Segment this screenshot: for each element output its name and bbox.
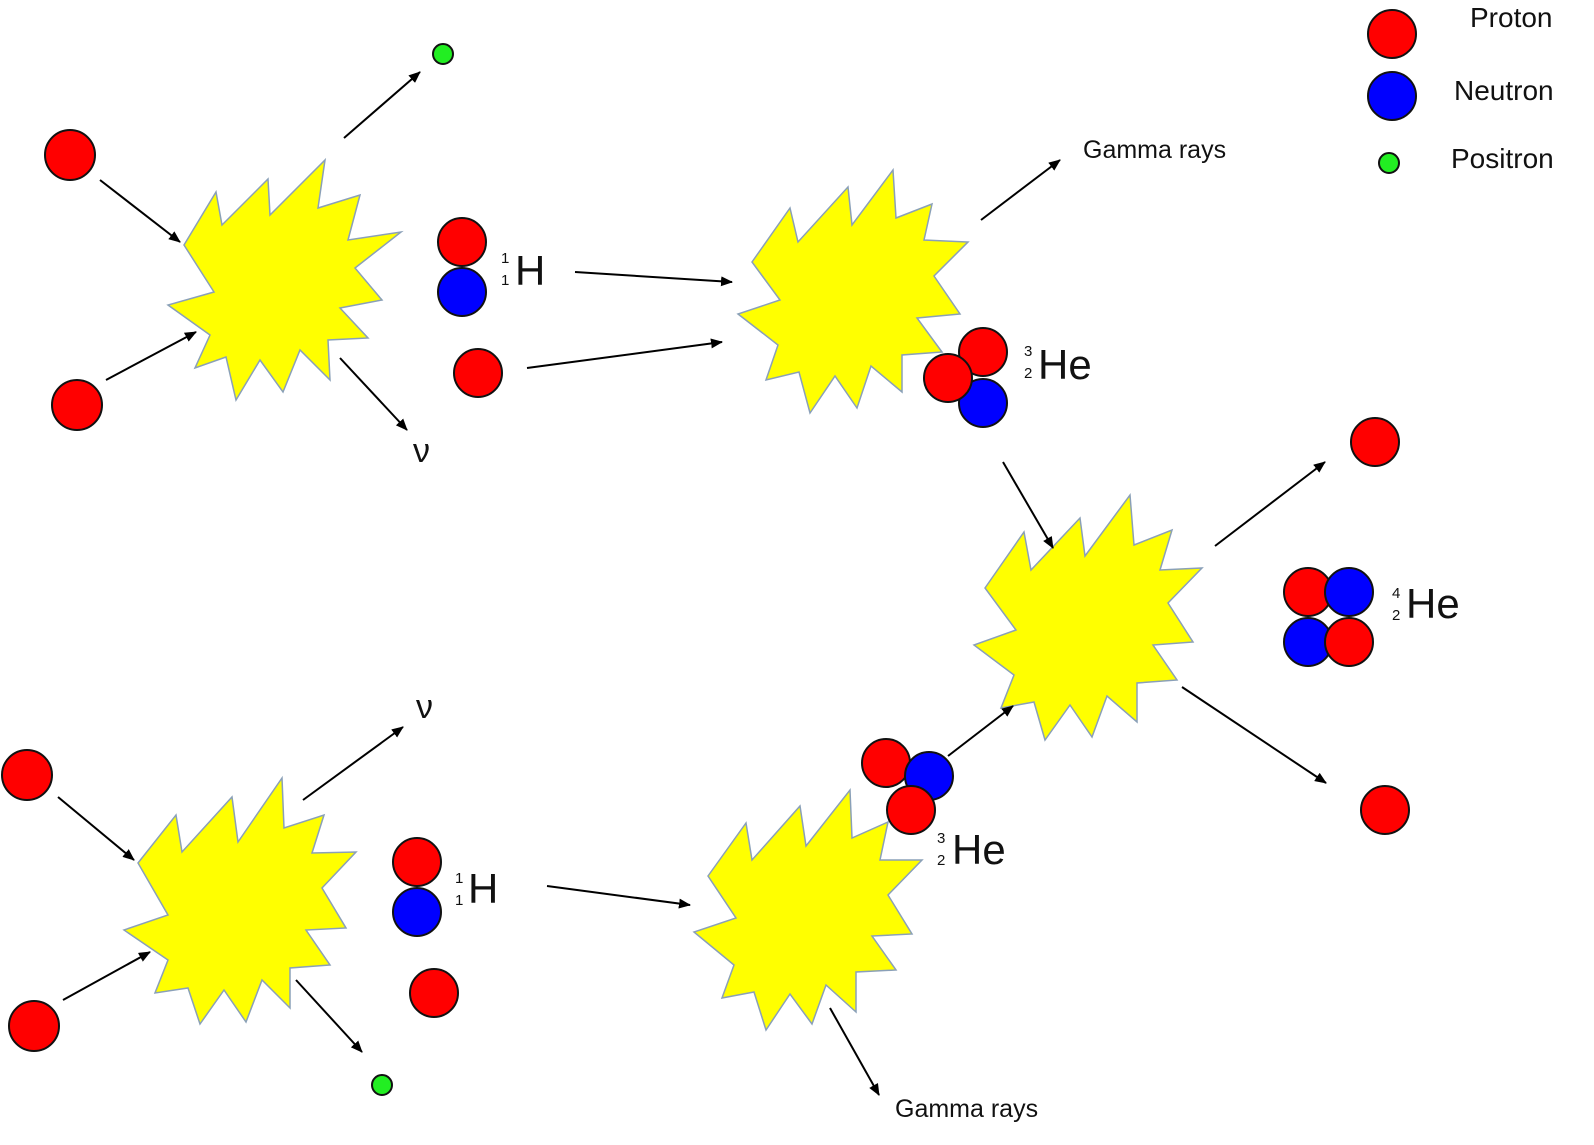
arrow-3-neutrino xyxy=(302,726,404,801)
positron-out-1 xyxy=(432,43,454,65)
gamma-rays-label-bottom: Gamma rays xyxy=(895,1095,1038,1123)
element-symbol: H xyxy=(468,865,498,912)
legend-positron-swatch xyxy=(1378,152,1400,174)
arrow-3a-in xyxy=(57,796,135,861)
burst-shape xyxy=(972,492,1204,742)
neutron xyxy=(437,267,487,317)
proton-free-2 xyxy=(409,968,459,1018)
burst-shape xyxy=(122,775,358,1026)
atomic-number: 1 xyxy=(455,892,463,909)
proton-in-3a xyxy=(1,749,53,801)
legend-proton-label: Proton xyxy=(1470,2,1553,33)
arrow-1-positron xyxy=(343,71,421,139)
gamma-rays-label-top: Gamma rays xyxy=(1083,136,1226,164)
fusion-burst-2 xyxy=(736,167,970,415)
element-symbol: H xyxy=(515,247,545,294)
helium3-nucleus-2 xyxy=(861,738,954,835)
proton xyxy=(437,217,487,267)
legend-neutron-swatch xyxy=(1367,71,1417,121)
fusion-burst-3 xyxy=(122,775,358,1026)
proton-in-1b xyxy=(51,379,103,431)
hydrogen-label-1: 1 1 H xyxy=(501,247,545,294)
proton-out-a xyxy=(1350,417,1400,467)
arrow-3b-in xyxy=(62,951,151,1001)
mass-number: 3 xyxy=(1024,343,1032,360)
proton xyxy=(861,738,911,788)
burst-shape xyxy=(736,167,970,415)
proton xyxy=(958,327,1008,377)
fusion-burst-5 xyxy=(972,492,1204,742)
legend: Proton Neutron Positron xyxy=(1367,2,1554,174)
mass-number: 1 xyxy=(455,870,463,887)
arrow-2-deuterium-in xyxy=(574,271,733,287)
helium3-label-1: 3 2 He xyxy=(1024,341,1092,388)
neutron xyxy=(1324,567,1374,617)
neutrino-label-2: ν xyxy=(416,688,433,726)
legend-positron-label: Positron xyxy=(1451,143,1554,174)
proton-free-1 xyxy=(453,348,503,398)
proton xyxy=(923,353,973,403)
arrow-4-deuterium-in xyxy=(546,885,691,909)
fusion-burst-1 xyxy=(166,157,404,402)
mass-number: 4 xyxy=(1392,585,1400,602)
atomic-number: 2 xyxy=(937,852,945,869)
atomic-number: 1 xyxy=(501,272,509,289)
fusion-burst-4 xyxy=(692,787,924,1032)
arrow-5-helium3-top-in xyxy=(1002,461,1054,549)
arrow-4-gamma xyxy=(829,1007,880,1096)
legend-neutron-label: Neutron xyxy=(1454,75,1554,106)
helium3-label-2: 3 2 He xyxy=(937,826,1006,873)
proton-out-b xyxy=(1360,785,1410,835)
element-symbol: He xyxy=(1038,341,1092,388)
helium3-nucleus-1 xyxy=(923,327,1008,428)
atomic-number: 2 xyxy=(1024,365,1032,382)
burst-shape xyxy=(166,157,404,402)
neutron xyxy=(392,887,442,937)
arrow-1-neutrino xyxy=(339,357,408,431)
mass-number: 3 xyxy=(937,830,945,847)
element-symbol: He xyxy=(952,826,1006,873)
element-symbol: He xyxy=(1406,580,1460,627)
positron-out-2 xyxy=(371,1074,393,1096)
arrow-5-proton-out-a xyxy=(1214,461,1326,547)
proton-in-1a xyxy=(44,129,96,181)
hydrogen-label-2: 1 1 H xyxy=(455,865,498,912)
proton xyxy=(392,837,442,887)
proton-in-3b xyxy=(8,1000,60,1052)
neutron xyxy=(958,378,1008,428)
arrow-2-proton-in xyxy=(526,338,723,369)
arrow-2-gamma xyxy=(980,159,1061,221)
deuterium-nucleus-2 xyxy=(392,837,442,937)
helium4-label: 4 2 He xyxy=(1392,580,1460,627)
proton xyxy=(886,785,936,835)
arrow-5-helium3-bottom-in xyxy=(947,705,1014,757)
mass-number: 1 xyxy=(501,250,509,267)
legend-proton-swatch xyxy=(1367,9,1417,59)
arrow-3-positron xyxy=(295,979,363,1053)
burst-shape xyxy=(692,787,924,1032)
arrow-1b-in xyxy=(105,331,197,381)
proton xyxy=(1324,617,1374,667)
atomic-number: 2 xyxy=(1392,607,1400,624)
helium4-nucleus xyxy=(1283,567,1374,667)
deuterium-nucleus-1 xyxy=(437,217,487,317)
arrow-5-proton-out-b xyxy=(1181,686,1327,784)
neutrino-label-1: ν xyxy=(413,432,430,470)
arrow-1a-in xyxy=(99,179,181,243)
